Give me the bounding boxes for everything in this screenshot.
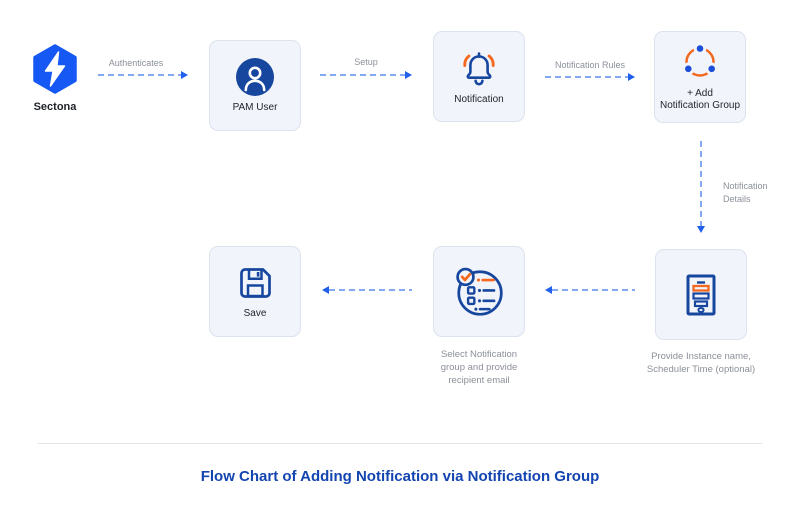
chart-title: Flow Chart of Adding Notification via No… xyxy=(200,468,600,485)
arrow-rules-line xyxy=(545,76,628,78)
caption-provide-line2: Scheduler Time (optional) xyxy=(646,364,756,375)
save-floppy-icon xyxy=(236,264,274,302)
caption-select-line1: Select Notification xyxy=(440,349,518,360)
sectona-lightning-hexagon-icon xyxy=(32,44,78,94)
node-label-add-group: + Add Notification Group xyxy=(660,88,740,112)
node-label-notification: Notification xyxy=(454,94,504,105)
arrow-provide-to-select-head xyxy=(545,286,552,294)
form-document-icon xyxy=(678,272,724,318)
details-label-line2: Details xyxy=(723,194,751,204)
node-provide-instance xyxy=(655,249,747,340)
edge-label-authenticates: Authenticates xyxy=(108,58,164,68)
arrow-details-head xyxy=(697,226,705,233)
caption-select-line3: recipient email xyxy=(448,375,510,386)
arrow-authenticates-head xyxy=(181,71,188,79)
node-notification: Notification xyxy=(433,31,525,122)
arrow-authenticates-line xyxy=(98,74,181,76)
edge-label-notification-details: Notification Details xyxy=(723,180,768,206)
arrow-setup-head xyxy=(405,71,412,79)
checklist-icon xyxy=(452,265,506,319)
arrow-select-to-save-line xyxy=(329,289,412,291)
add-group-label-line2: Notification Group xyxy=(659,100,741,111)
caption-select-line2: group and provide xyxy=(440,362,518,373)
node-add-notification-group: + Add Notification Group xyxy=(654,31,746,123)
sectona-logo: Sectona xyxy=(20,44,90,113)
arrow-select-to-save-head xyxy=(322,286,329,294)
caption-provide-instance: Provide Instance name, Scheduler Time (o… xyxy=(647,350,755,376)
arrow-provide-to-select-line xyxy=(552,289,635,291)
node-label-pam-user: PAM User xyxy=(232,101,278,113)
bell-icon xyxy=(457,47,501,88)
sectona-label: Sectona xyxy=(33,101,77,113)
caption-provide-line1: Provide Instance name, xyxy=(651,351,751,362)
node-save: Save xyxy=(209,246,301,337)
node-pam-user: PAM User xyxy=(209,40,301,131)
user-icon xyxy=(236,57,274,96)
notification-group-icon xyxy=(679,42,721,82)
arrow-rules-head xyxy=(628,73,635,81)
edge-label-setup: Setup xyxy=(354,57,378,67)
node-label-save: Save xyxy=(243,307,267,319)
add-group-label-line1: + Add xyxy=(687,88,713,99)
footer-divider xyxy=(38,443,762,444)
arrow-setup-line xyxy=(320,74,405,76)
arrow-details-line xyxy=(700,141,702,226)
caption-select-notification: Select Notification group and provide re… xyxy=(441,348,518,387)
details-label-line1: Notification xyxy=(723,181,768,191)
node-select-notification-group xyxy=(433,246,525,337)
edge-label-notification-rules: Notification Rules xyxy=(554,60,626,70)
